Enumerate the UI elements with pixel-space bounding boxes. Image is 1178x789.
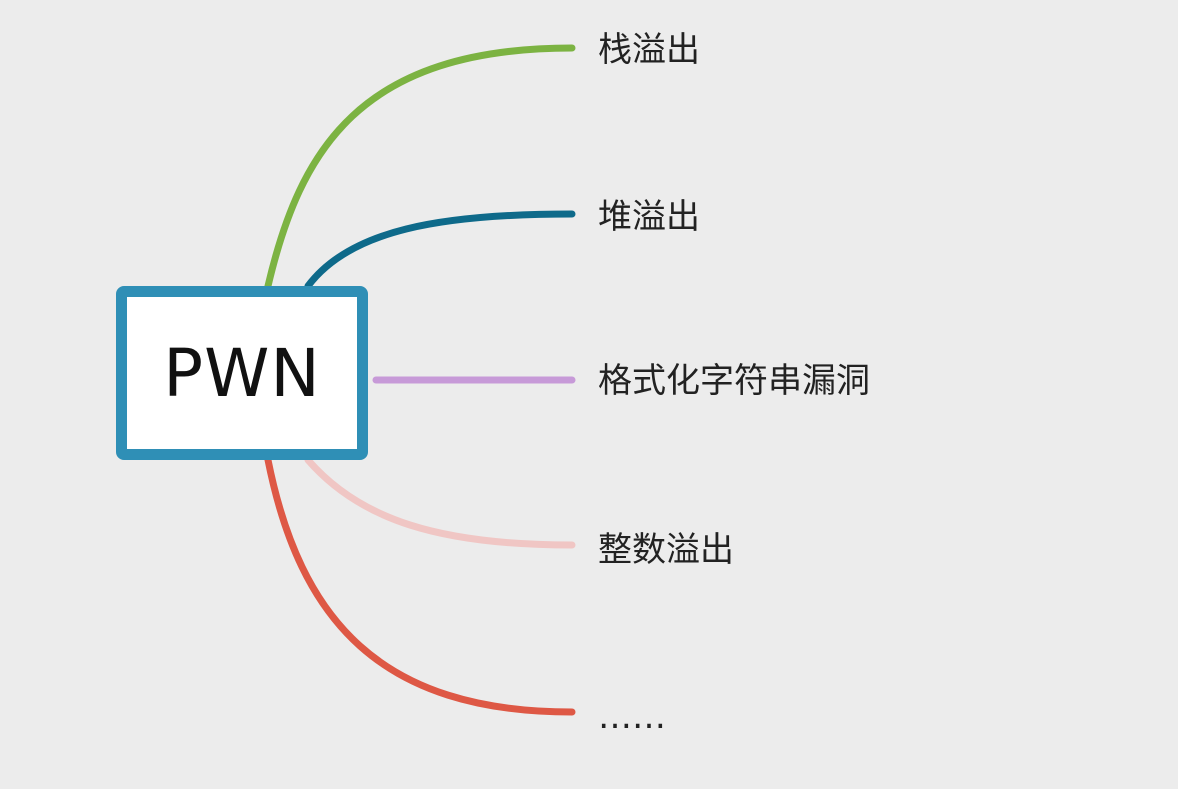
connector-branch-0	[264, 44, 576, 290]
root-node[interactable]: PWN	[116, 286, 368, 460]
branch-label-heap-overflow[interactable]: 堆溢出	[598, 197, 700, 237]
root-node-label: PWN	[163, 334, 321, 412]
branch-label-format-string[interactable]: 格式化字符串漏洞	[598, 361, 870, 401]
branch-label-more[interactable]: ……	[598, 697, 666, 737]
branch-label-stack-overflow[interactable]: 栈溢出	[598, 30, 700, 70]
connector-branch-1	[304, 210, 576, 290]
connector-branch-3	[304, 456, 576, 549]
branch-label-integer-overflow[interactable]: 整数溢出	[598, 530, 734, 570]
connector-branch-4	[264, 456, 576, 716]
